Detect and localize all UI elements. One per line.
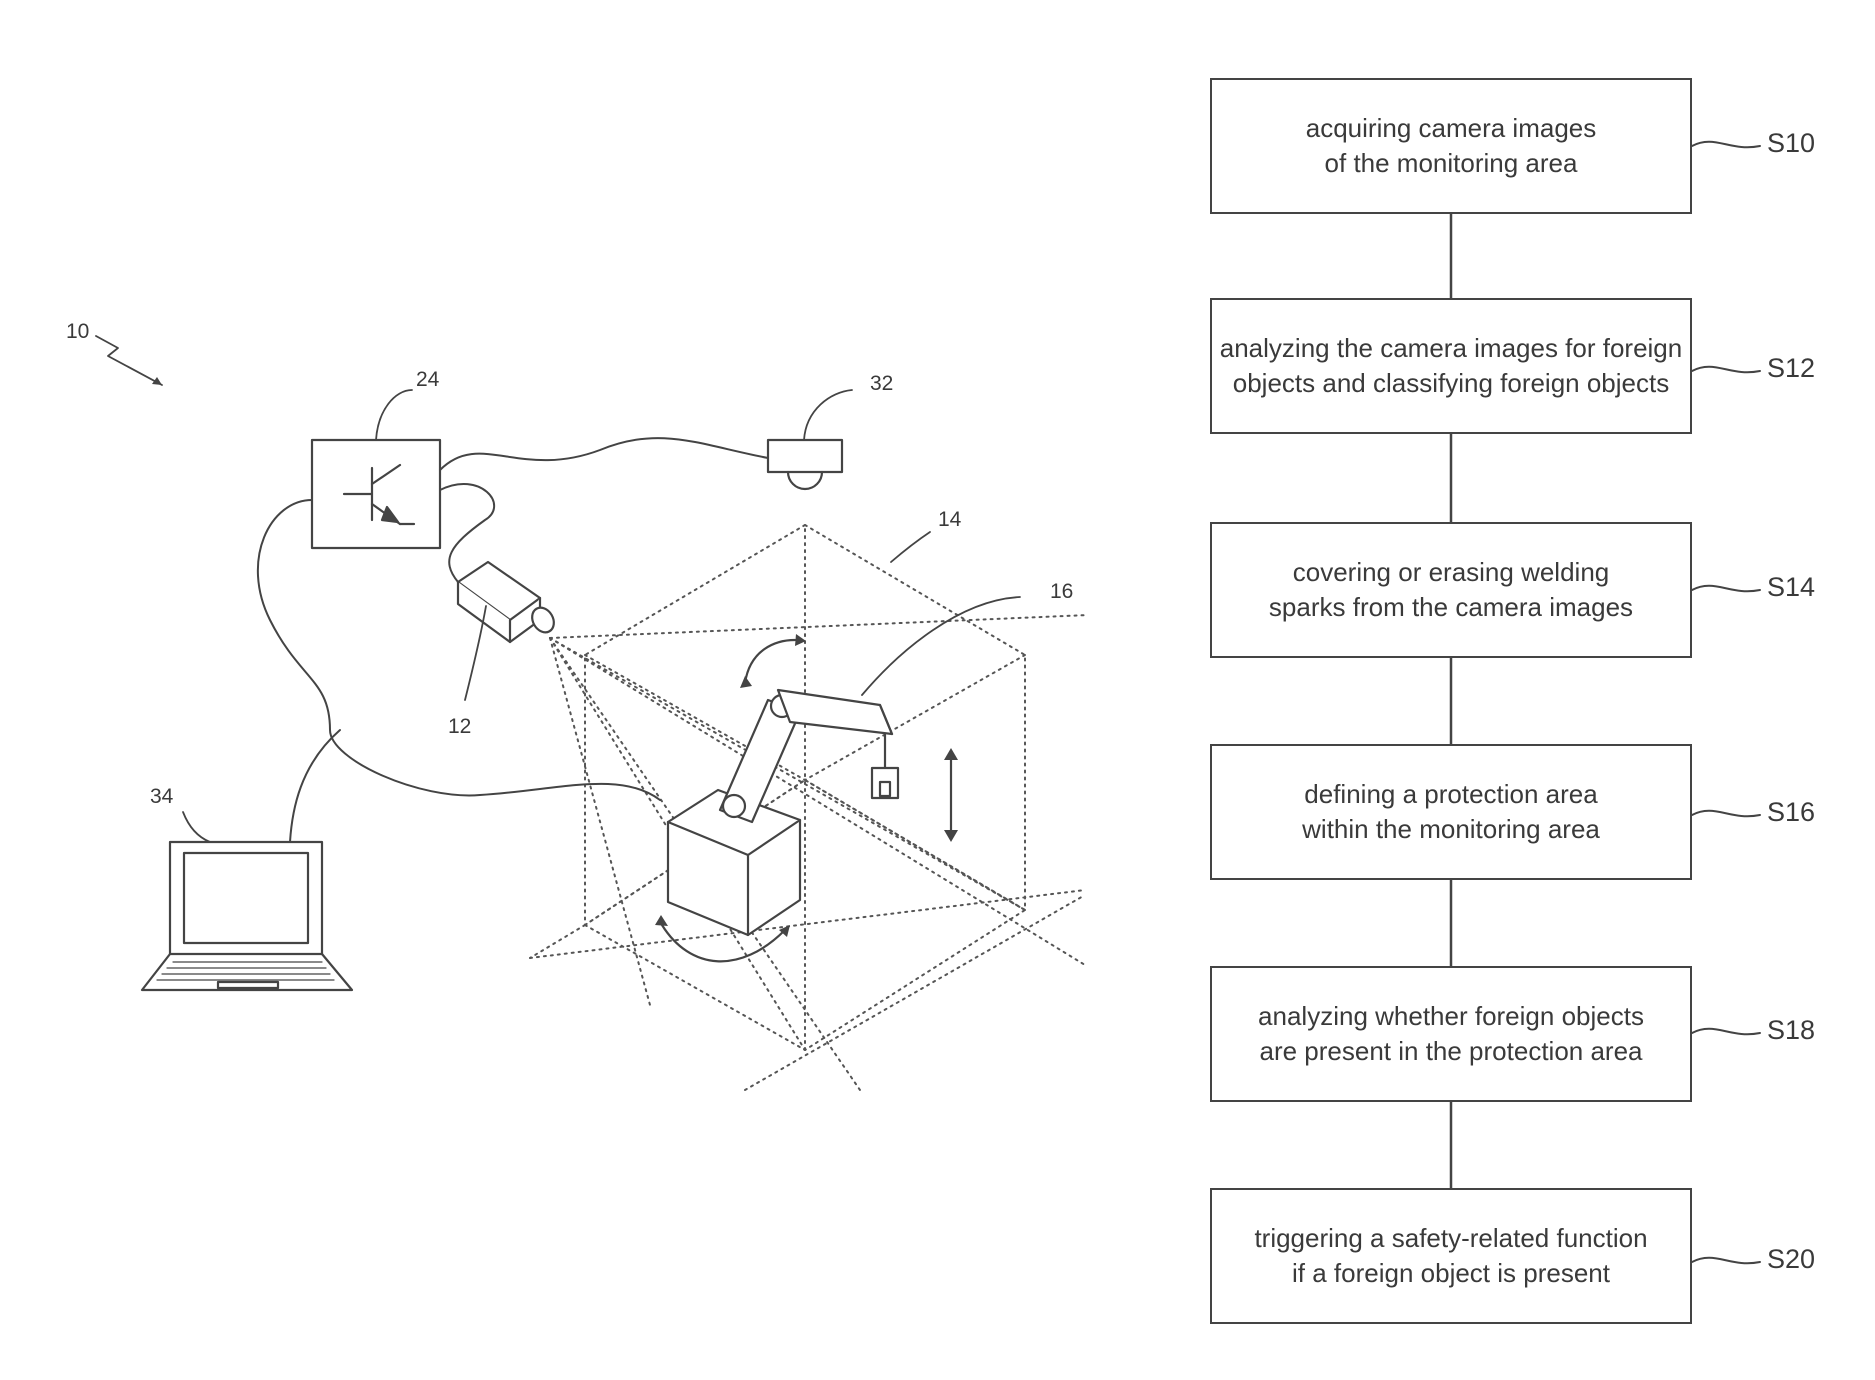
flow-step-text: within the monitoring area [1302, 812, 1600, 847]
ref-label-laptop: 34 [150, 785, 173, 809]
ref-label-warning-device: 32 [870, 372, 893, 396]
flow-step-text: if a foreign object is present [1292, 1256, 1610, 1291]
flow-step-s10: acquiring camera images of the monitorin… [1210, 78, 1692, 214]
step-label-s14: S14 [1767, 572, 1815, 603]
laptop-34 [142, 842, 352, 990]
ref-label-camera: 12 [448, 715, 471, 739]
flow-step-text: covering or erasing welding [1293, 555, 1610, 590]
flow-step-text: triggering a safety-related function [1254, 1221, 1647, 1256]
ref-label-system: 10 [66, 320, 89, 344]
flow-step-s18: analyzing whether foreign objects are pr… [1210, 966, 1692, 1102]
flow-step-text: are present in the protection area [1259, 1034, 1642, 1069]
flow-step-text: acquiring camera images [1306, 111, 1596, 146]
camera-12 [458, 562, 558, 642]
step-label-s10: S10 [1767, 128, 1815, 159]
robot-16 [668, 690, 898, 935]
step-label-s20: S20 [1767, 1244, 1815, 1275]
flow-step-text: analyzing whether foreign objects [1258, 999, 1644, 1034]
ref-label-monitoring-area: 14 [938, 508, 961, 532]
flow-step-text: of the monitoring area [1325, 146, 1578, 181]
monitoring-area-cube [530, 525, 1088, 1090]
warning-device-32 [768, 440, 842, 489]
step-label-s18: S18 [1767, 1015, 1815, 1046]
ref-label-robot: 16 [1050, 580, 1073, 604]
flow-step-s12: analyzing the camera images for foreign … [1210, 298, 1692, 434]
flow-step-text: analyzing the camera images for foreign [1220, 331, 1682, 366]
step-tildes [1692, 142, 1760, 1263]
flow-step-text: objects and classifying foreign objects [1233, 366, 1669, 401]
flow-step-text: sparks from the camera images [1269, 590, 1633, 625]
leader-lines [96, 336, 1020, 842]
ref-label-control-unit: 24 [416, 368, 439, 392]
flow-step-s14: covering or erasing welding sparks from … [1210, 522, 1692, 658]
flow-step-text: defining a protection area [1304, 777, 1597, 812]
flow-step-s16: defining a protection area within the mo… [1210, 744, 1692, 880]
control-unit-24 [312, 440, 440, 548]
step-label-s16: S16 [1767, 797, 1815, 828]
flow-step-s20: triggering a safety-related function if … [1210, 1188, 1692, 1324]
step-label-s12: S12 [1767, 353, 1815, 384]
